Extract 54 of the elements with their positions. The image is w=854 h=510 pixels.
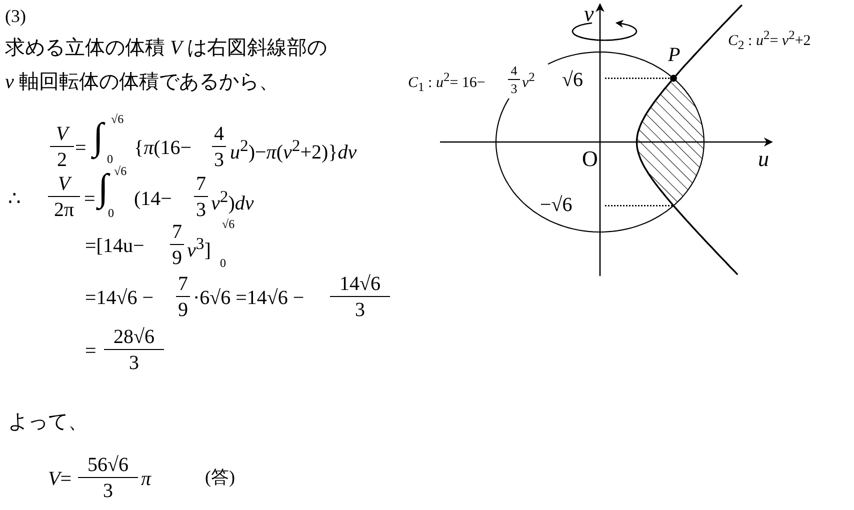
math-expression: v$^{2}$)dv <box>211 187 254 216</box>
fraction-denominator: 2 <box>56 148 68 172</box>
fraction-numerator: 14√6 <box>330 272 390 297</box>
fraction-numerator: 7 <box>176 272 190 297</box>
therefore-sign: ∴ <box>8 187 21 211</box>
fraction-numerator: 4 <box>508 63 520 80</box>
bracket-limit: √6 <box>222 217 235 232</box>
fraction-denominator: 3 <box>102 479 114 503</box>
fraction-denominator: 3 <box>128 351 140 375</box>
paragraph: 求める立体の体積 V は右図斜線部の <box>5 36 328 60</box>
fraction-denominator: 3 <box>354 298 366 322</box>
math-expression: u$^{2}$)−π(v$^{2}$+2)}dv <box>230 136 357 165</box>
math-expression: =[14u− <box>85 234 144 258</box>
axis-label: v <box>584 1 594 28</box>
curve-label: C$_{1}$ : u$^{2}$= 16− <box>408 70 486 95</box>
fraction-denominator: 9 <box>177 298 189 322</box>
fraction-denominator: 9 <box>171 246 183 270</box>
tick-label: −√6 <box>540 193 572 217</box>
fraction-numerator: 7 <box>170 220 184 245</box>
paragraph: よって、 <box>8 410 88 434</box>
math-expression: = <box>85 339 96 363</box>
fraction-denominator: 2π <box>52 198 76 222</box>
curve-label: C$_{2}$ : u$^{2}$= v$^{2}$+2 <box>728 28 811 53</box>
math-expression: (14− <box>134 187 172 211</box>
fraction-numerator: V <box>48 172 80 197</box>
math-expression: = <box>75 136 86 160</box>
integral-limit: 0 <box>107 152 113 166</box>
integral-limit: 0 <box>108 206 114 220</box>
math-expression: {π(16− <box>134 136 192 160</box>
integral-limit: √6 <box>111 112 124 126</box>
fraction-numerator: 28√6 <box>104 325 164 350</box>
fraction-denominator: 3 <box>213 148 225 172</box>
fraction-numerator: 7 <box>194 172 208 197</box>
fraction-denominator: 3 <box>510 81 518 97</box>
problem-number: (3) <box>5 6 26 28</box>
math-expression: V= <box>48 467 72 491</box>
math-expression: ·6√6 =14√6 − <box>193 286 304 310</box>
paragraph: v 軸回転体の体積であるから、 <box>5 70 279 94</box>
origin-label: O <box>582 146 598 172</box>
answer-mark: (答) <box>205 467 235 489</box>
math-expression: = <box>84 187 96 211</box>
integral-limit: √6 <box>114 164 127 178</box>
fraction-numerator: V <box>50 122 74 147</box>
fraction-numerator: 56√6 <box>78 453 138 478</box>
fraction-numerator: 4 <box>212 122 226 147</box>
math-expression: v$^{3}$] <box>187 234 211 263</box>
math-expression: π <box>141 467 152 491</box>
axis-label: u <box>758 146 769 172</box>
tick-label: √6 <box>562 68 583 92</box>
math-expression: =14√6 − <box>85 286 154 310</box>
point-label: P <box>668 43 680 67</box>
curve-label: v$^{2}$ <box>522 70 535 92</box>
fraction-denominator: 3 <box>195 198 207 222</box>
bracket-limit: 0 <box>220 256 226 270</box>
